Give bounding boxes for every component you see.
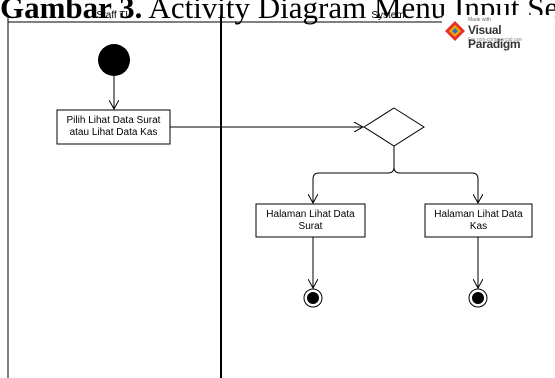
action-kas-page [424, 203, 533, 238]
action-surat-label: Halaman Lihat Data Surat [266, 208, 355, 232]
watermark-sub-line: For non-commercial use [468, 37, 522, 43]
flow-decision-to-kas [393, 146, 478, 203]
lane-title-staff: Staff TU [96, 10, 133, 21]
initial-node [98, 44, 130, 76]
final-node-surat [303, 288, 323, 308]
action-choose-label: Pilih Lihat Data Surat atau Lihat Data K… [66, 115, 161, 138]
flow-decision-to-surat [313, 146, 395, 203]
lane-title-system: System [371, 10, 405, 21]
caption-prefix: Gambar 3. [0, 0, 143, 25]
decision-node [363, 107, 425, 147]
visual-paradigm-watermark: Made with Visual Paradigm For non-commer… [442, 15, 555, 51]
watermark-top-line: Made with [468, 17, 491, 23]
final-node-kas [468, 288, 488, 308]
action-kas-label: Halaman Lihat Data Kas [434, 208, 523, 232]
action-surat-page [255, 203, 366, 238]
visual-paradigm-logo-icon [445, 21, 465, 41]
watermark-brand: Visual Paradigm [468, 23, 521, 51]
